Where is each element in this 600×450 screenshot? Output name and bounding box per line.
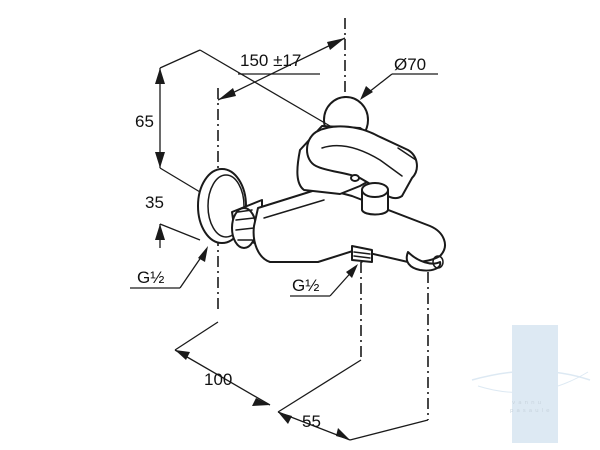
- label-diameter-70: Ø70: [394, 55, 426, 74]
- spout: [405, 251, 442, 272]
- watermark-line2: pasaule: [510, 408, 553, 414]
- watermark-bar: [512, 325, 558, 443]
- label-thread-left: G½: [137, 268, 164, 287]
- label-thread-bottom: G½: [292, 276, 319, 295]
- dimension-labels: 150 ±17 Ø70 65 35 G½ G½ 100 55: [135, 51, 426, 431]
- label-150: 150 ±17: [240, 51, 301, 70]
- watermark-logo: vannu pasaule: [471, 325, 591, 443]
- dimension-lines: [130, 37, 438, 441]
- lever-handle: [306, 125, 418, 200]
- label-100: 100: [204, 370, 232, 389]
- label-35: 35: [145, 193, 164, 212]
- faucet-body: [197, 96, 446, 272]
- label-65: 65: [135, 112, 154, 131]
- label-55: 55: [302, 412, 321, 431]
- watermark-line1: vannu: [512, 400, 544, 406]
